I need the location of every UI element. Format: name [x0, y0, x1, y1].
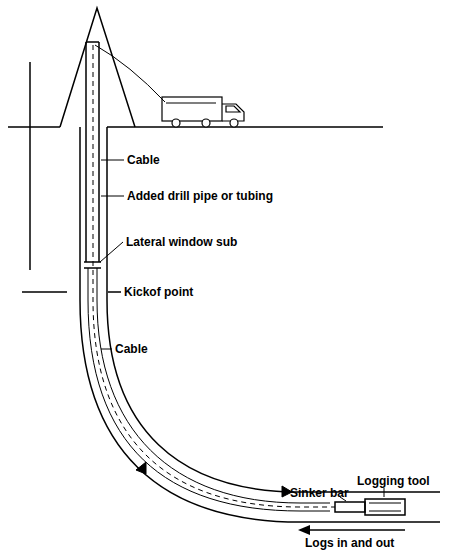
logging-tool [369, 503, 401, 511]
part-label: Lateral window sub [126, 235, 237, 249]
tubing-curve [88, 268, 330, 511]
logging-truck [162, 97, 244, 127]
kickoff-marks [22, 291, 121, 293]
leader-line [100, 160, 384, 501]
centralizer-mark [136, 462, 292, 497]
arrowhead [298, 525, 310, 535]
part-label: Cable [127, 153, 160, 167]
derrick [60, 8, 135, 127]
cable [95, 45, 165, 102]
logging-tool [365, 499, 405, 515]
part-label: Logging tool [357, 474, 430, 488]
ground-line [8, 126, 383, 128]
direction-arrow [305, 529, 405, 531]
part-label: Kickof point [124, 285, 193, 299]
wellbore-wall [80, 127, 440, 522]
part-label: Sinker bar [290, 486, 349, 500]
part-label: Added drill pipe or tubing [127, 189, 273, 203]
mast-line [29, 62, 31, 270]
sinker-bar [335, 502, 365, 512]
wellbore-wall [107, 127, 440, 492]
cable [93, 45, 335, 507]
part-label: Logs in and out [305, 536, 394, 550]
part-label: Cable [115, 342, 148, 356]
